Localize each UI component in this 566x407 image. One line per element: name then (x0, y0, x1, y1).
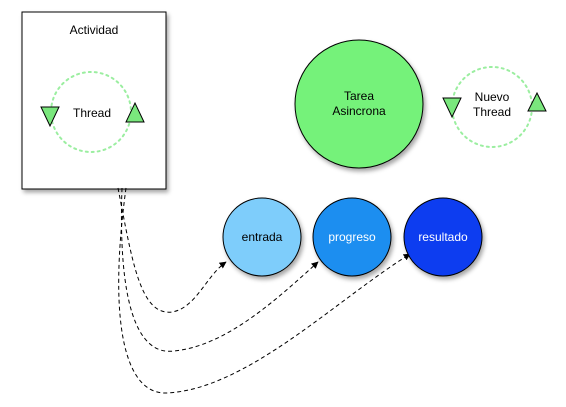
param-node-progreso[interactable]: progreso (312, 197, 392, 277)
param-circle-resultado (403, 197, 483, 277)
new-thread-node[interactable]: Nuevo Thread (442, 66, 547, 148)
param-label-resultado: resultado (418, 230, 468, 244)
param-circle-entrada (222, 197, 302, 277)
async-task-circle (294, 39, 424, 169)
activity-thread-label: Thread (73, 106, 111, 120)
connectors (117, 187, 411, 394)
new-thread-label-line1: Nuevo (475, 90, 510, 104)
new-thread-triangle-up-icon (527, 91, 547, 112)
activity-title: Actividad (70, 23, 119, 37)
activity-box[interactable]: Actividad Thread (21, 11, 167, 190)
param-node-resultado[interactable]: resultado (403, 197, 483, 277)
thread-triangle-up-icon (125, 101, 145, 123)
param-label-progreso: progreso (328, 230, 376, 244)
async-task-label-line1: Tarea (344, 89, 374, 103)
thread-triangle-down-icon (40, 106, 60, 128)
param-circle-progreso (312, 197, 392, 277)
new-thread-label-line2: Thread (473, 105, 511, 119)
async-task-node[interactable]: Tarea Asincrona (294, 39, 424, 169)
param-node-entrada[interactable]: entrada (222, 197, 302, 277)
async-task-label-line2: Asincrona (332, 104, 386, 118)
connector-progreso (120, 187, 319, 352)
new-thread-triangle-down-icon (442, 97, 462, 119)
connector-entrada (117, 187, 227, 313)
connector-resultado (118, 187, 411, 394)
activity-box-frame (21, 11, 167, 190)
param-label-entrada: entrada (242, 230, 283, 244)
